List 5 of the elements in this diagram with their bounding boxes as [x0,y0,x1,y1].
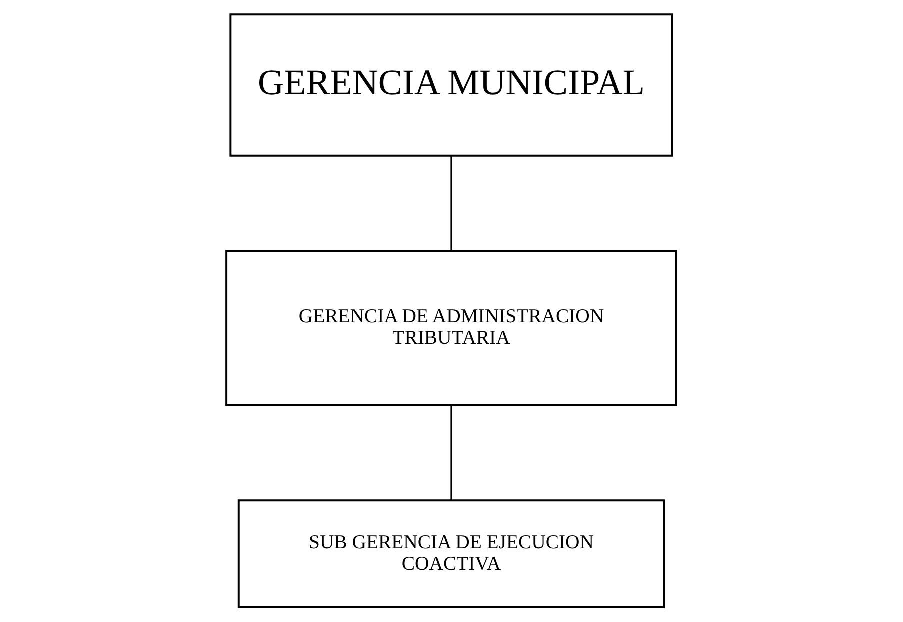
node-box: GERENCIA MUNICIPAL [230,14,674,157]
connector [450,406,452,500]
connector [450,156,452,251]
node-box: SUB GERENCIA DE EJECUCION COACTIVA [238,500,666,608]
node-box: GERENCIA DE ADMINISTRACION TRIBUTARIA [226,250,678,406]
